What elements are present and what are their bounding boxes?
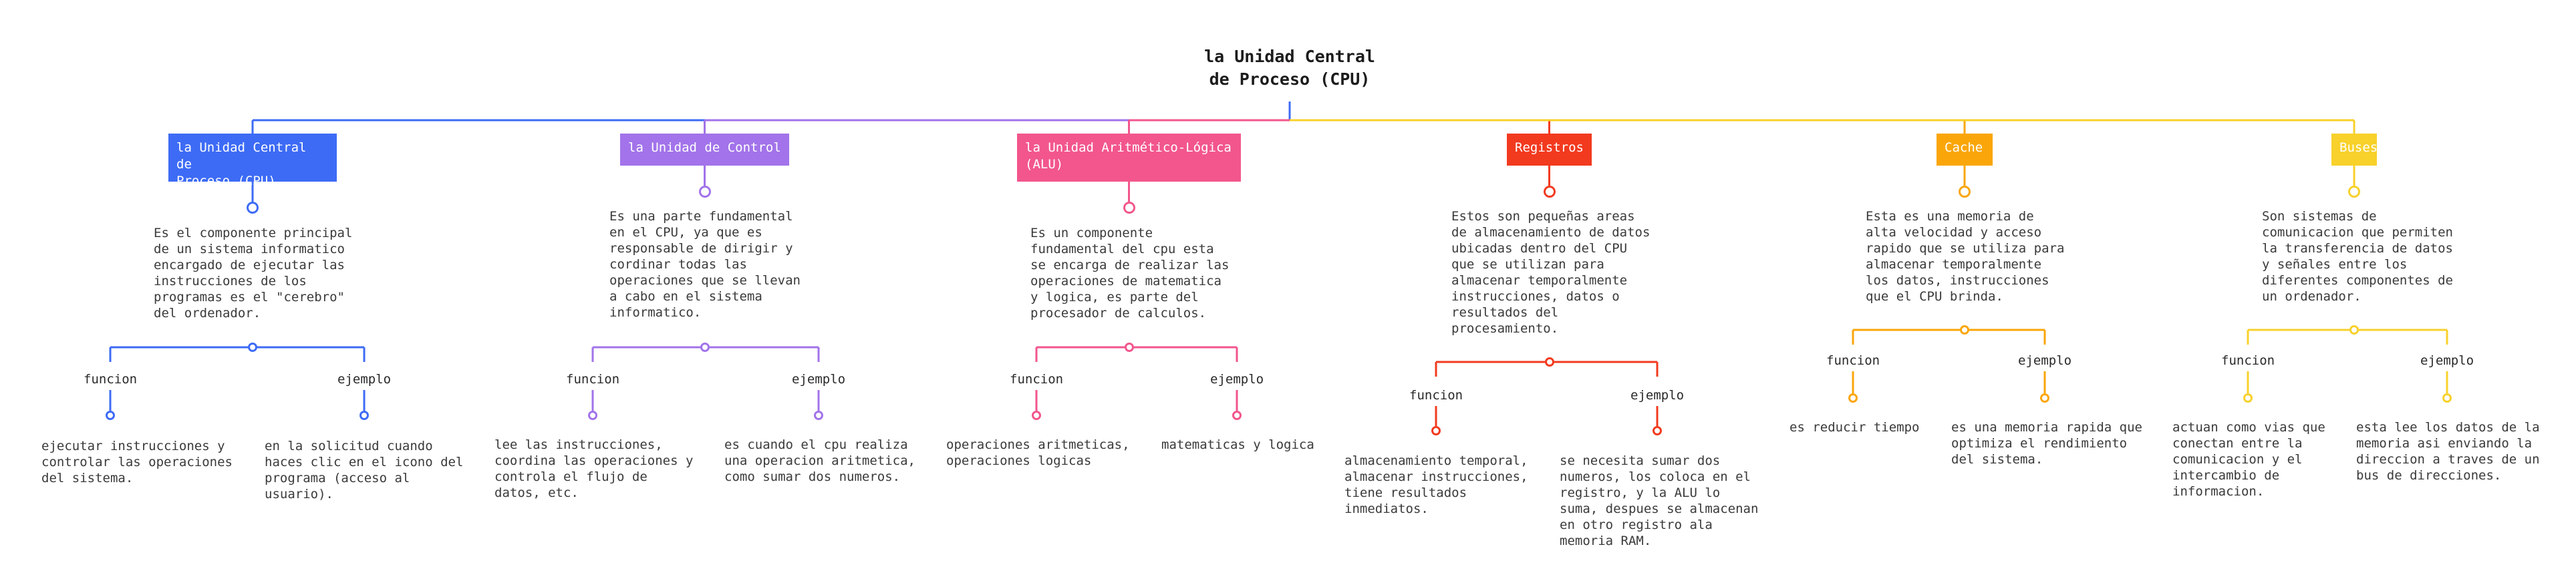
function-text-control: lee las instrucciones, coordina las oper… [494, 437, 694, 500]
function-circle-control [588, 411, 597, 420]
category-box-cache: Cache [1937, 134, 1993, 166]
category-box-alu: la Unidad Aritmético-Lógica (ALU) [1017, 134, 1241, 182]
function-label-registros: funcion [1409, 388, 1463, 403]
hub-circle-registros [1543, 186, 1556, 198]
function-circle-cpu [106, 411, 115, 420]
category-box-cpu: la Unidad Central de Proceso (CPU) [168, 134, 337, 188]
function-circle-alu [1032, 411, 1041, 420]
example-text-buses: esta lee los datos de la memoria asi env… [2356, 420, 2540, 483]
example-text-control: es cuando el cpu realiza una operacion a… [724, 437, 915, 484]
function-label-alu: funcion [1010, 372, 1064, 387]
description-registros: Estos son pequeñas areas de almacenamien… [1451, 209, 1651, 336]
hub-circle-alu [1123, 202, 1135, 214]
function-text-registros: almacenamiento temporal, almacenar instr… [1344, 453, 1528, 516]
example-circle-cache [2040, 393, 2049, 403]
example-label-buses: ejemplo [2420, 353, 2474, 368]
fork-circle-cache [1960, 325, 1969, 335]
function-circle-registros [1431, 426, 1441, 435]
category-box-registros: Registros [1507, 134, 1592, 166]
example-label-alu: ejemplo [1210, 372, 1264, 387]
example-circle-registros [1653, 426, 1662, 435]
example-text-cache: es una memoria rapida que optimiza el re… [1951, 420, 2142, 467]
example-circle-alu [1232, 411, 1242, 420]
hub-circle-cpu [247, 202, 259, 214]
function-circle-buses [2243, 393, 2253, 403]
function-label-cache: funcion [1826, 353, 1880, 368]
fork-circle-control [700, 343, 710, 352]
example-circle-cpu [360, 411, 369, 420]
root-title: la Unidad Central de Proceso (CPU) [1204, 47, 1375, 89]
example-circle-control [814, 411, 823, 420]
example-text-registros: se necesita sumar dos numeros, los coloc… [1560, 453, 1759, 548]
hub-circle-control [698, 186, 711, 198]
fork-circle-registros [1544, 357, 1554, 367]
function-label-buses: funcion [2221, 353, 2275, 368]
description-buses: Son sistemas de comunicacion que permite… [2262, 209, 2453, 304]
example-text-alu: matematicas y logica [1161, 437, 1314, 452]
category-box-control: la Unidad de Control [620, 134, 789, 166]
fork-circle-buses [2349, 325, 2359, 335]
function-text-alu: operaciones aritmeticas, operaciones log… [946, 437, 1130, 468]
function-text-cpu: ejecutar instrucciones y controlar las o… [41, 439, 233, 485]
example-text-cpu: en la solicitud cuando haces clic en el … [265, 439, 464, 502]
fork-circle-cpu [248, 343, 257, 352]
fork-circle-alu [1124, 343, 1134, 352]
function-label-cpu: funcion [84, 372, 138, 387]
example-circle-buses [2442, 393, 2452, 403]
description-alu: Es un componente fundamental del cpu est… [1030, 226, 1230, 321]
function-circle-cache [1848, 393, 1858, 403]
description-control: Es una parte fundamental en el CPU, ya q… [609, 209, 801, 320]
description-cpu: Es el componente principal de un sistema… [154, 226, 353, 321]
example-label-cache: ejemplo [2018, 353, 2072, 368]
hub-circle-buses [2348, 186, 2360, 198]
category-box-buses: Buses [2331, 134, 2378, 166]
function-label-control: funcion [566, 372, 620, 387]
description-cache: Esta es una memoria de alta velocidad y … [1866, 209, 2065, 304]
function-text-cache: es reducir tiempo [1790, 420, 1920, 435]
example-label-registros: ejemplo [1630, 388, 1685, 403]
example-label-control: ejemplo [792, 372, 846, 387]
function-text-buses: actuan como vias que conectan entre la c… [2172, 420, 2325, 499]
hub-circle-cache [1959, 186, 1971, 198]
example-label-cpu: ejemplo [337, 372, 392, 387]
